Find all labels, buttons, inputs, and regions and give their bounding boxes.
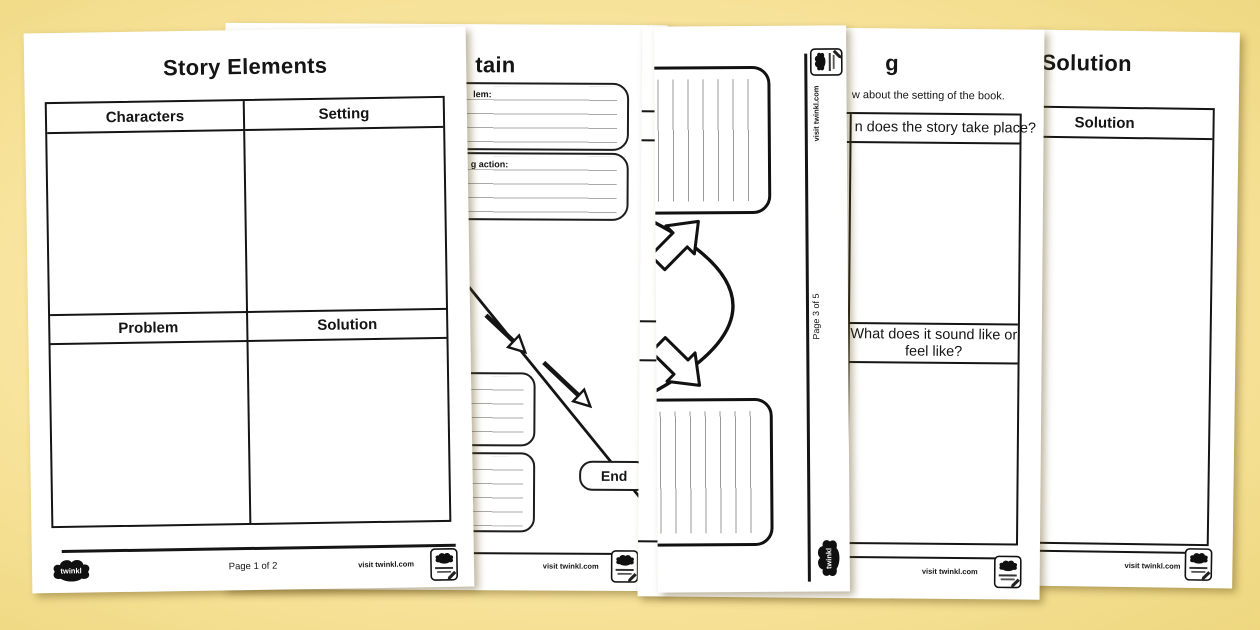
page-title: Solution	[1041, 49, 1132, 77]
question-1: n does the story take place?	[854, 119, 1037, 137]
story-elements-table: Characters Setting Problem Solution	[44, 95, 452, 529]
cell-header-setting: Setting	[244, 97, 444, 132]
footer-divider	[61, 543, 456, 553]
twinkl-quality-badge-icon	[809, 48, 843, 76]
down-arrow-icon	[484, 313, 528, 355]
block-arrow-up-icon	[654, 219, 700, 272]
page-solution: Solution Solution visit twinkl.com	[1018, 29, 1240, 589]
logo-text: twinkl	[824, 548, 833, 569]
empty-cell	[50, 341, 252, 527]
twinkl-quality-badge-icon	[1184, 548, 1213, 581]
cell-header-solution: Solution	[248, 309, 447, 342]
page-landscape-organizer: visit twinkl.com Page 3 of 5 twinkl	[654, 25, 850, 593]
logo-text: twinkl	[60, 566, 81, 575]
twinkl-cloud-logo: twinkl	[817, 540, 840, 576]
visit-link: visit twinkl.com	[921, 566, 978, 577]
empty-cell	[47, 131, 249, 316]
cell-header-problem: Problem	[50, 312, 249, 345]
page-title-fragment: g	[885, 50, 900, 76]
down-arrow-icon	[542, 360, 593, 409]
column-header: Solution	[1018, 107, 1213, 141]
page-setting: g w about the setting of the book. n doe…	[637, 26, 1045, 600]
empty-cell	[245, 127, 447, 313]
footer-divider	[1018, 548, 1211, 555]
page-story-mountain: tain lem: g action: End	[222, 22, 668, 592]
block-arrow-down-icon	[654, 336, 702, 387]
page-title: Story Elements	[162, 52, 328, 81]
twinkl-cloud-logo: twinkl	[53, 560, 90, 582]
twinkl-quality-badge-icon	[993, 555, 1022, 589]
question-2-line1: What does it sound like or	[850, 326, 1018, 344]
empty-cell	[248, 338, 449, 523]
page-story-elements: Story Elements Characters Setting Proble…	[23, 26, 475, 594]
question-2-line2: feel like?	[904, 343, 963, 360]
cell-header-characters: Characters	[46, 101, 246, 135]
question-2: What does it sound like or feel like?	[850, 326, 1018, 360]
visit-link-rotated: visit twinkl.com	[811, 85, 821, 142]
twinkl-quality-badge-icon	[430, 548, 459, 581]
instructions: w about the setting of the book.	[851, 89, 1005, 103]
visit-link: visit twinkl.com	[542, 561, 599, 571]
page-number-label-rotated: Page 3 of 5	[810, 293, 822, 340]
visit-link: visit twinkl.com	[1124, 560, 1181, 571]
visit-link: visit twinkl.com	[358, 559, 415, 570]
curve-and-arrows-graphic	[654, 217, 735, 397]
solution-table: Solution	[1018, 105, 1215, 547]
twinkl-quality-badge-icon	[610, 550, 639, 583]
